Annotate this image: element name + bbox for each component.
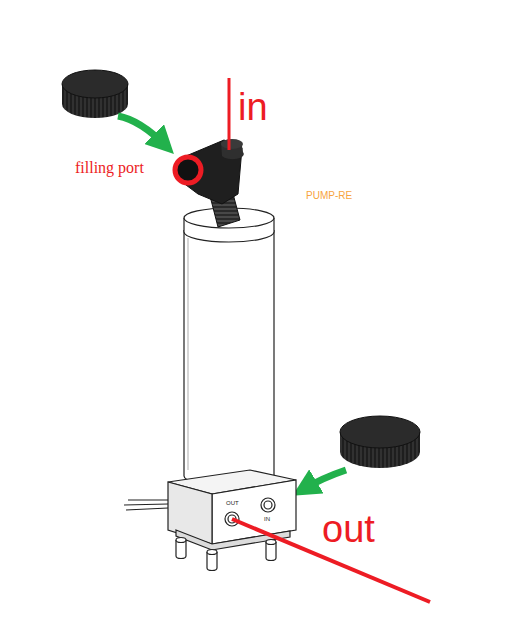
watermark: PUMP-RE — [306, 191, 352, 201]
in-label: in — [238, 88, 268, 126]
green-arrow — [302, 470, 346, 490]
green-arrow — [118, 116, 166, 146]
port-label: filling port — [75, 160, 144, 176]
out-label: out — [322, 510, 375, 548]
port-marking: OUT — [226, 500, 239, 506]
pump-wires — [124, 500, 168, 510]
reservoir — [184, 208, 274, 486]
port-marking: IN — [264, 516, 270, 522]
port-highlight — [175, 157, 201, 183]
y-fitting — [176, 139, 244, 227]
pump-feet — [176, 538, 276, 571]
cap-bottom — [340, 416, 420, 468]
in-line — [228, 78, 231, 150]
cap-top — [62, 70, 128, 118]
